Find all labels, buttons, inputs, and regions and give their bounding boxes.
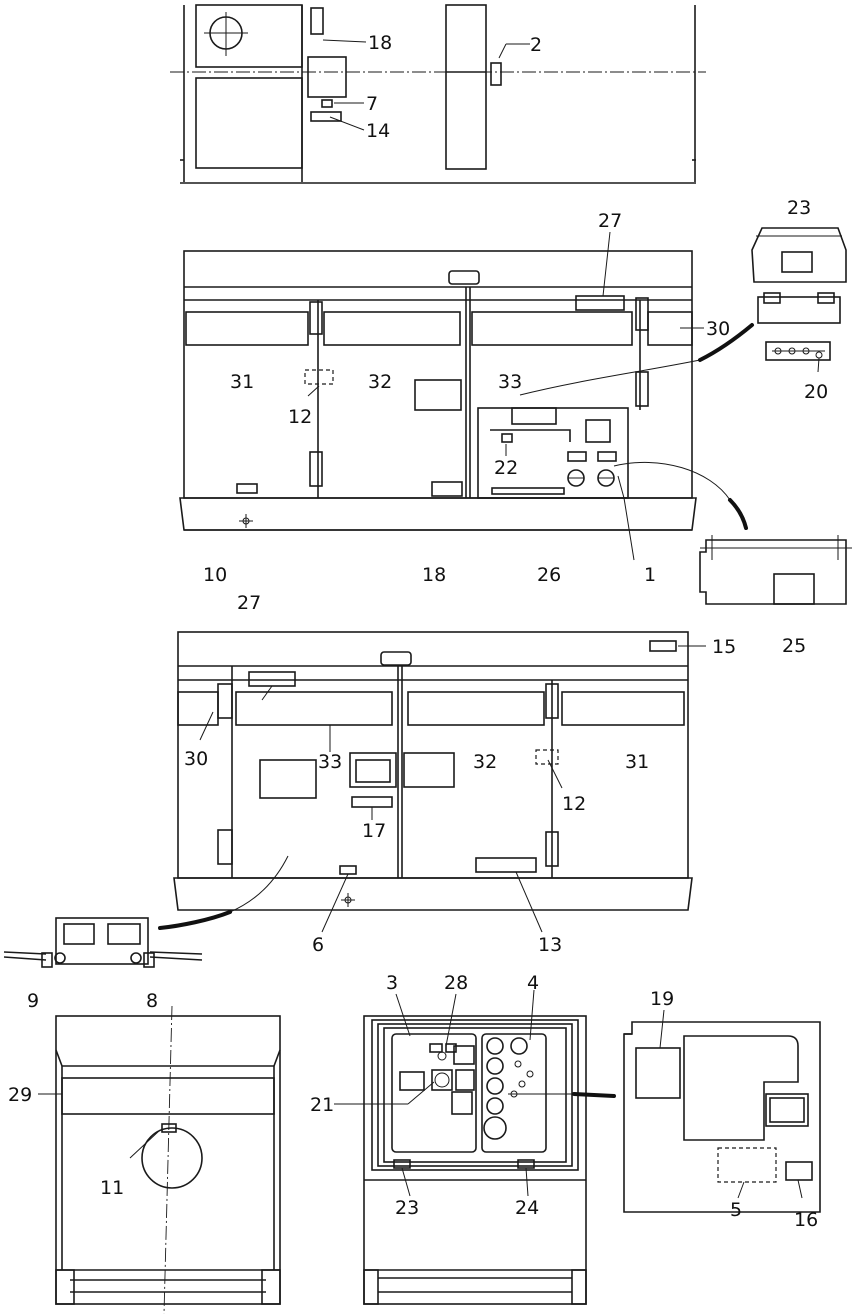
part-6 bbox=[339, 865, 357, 875]
panel-31-right bbox=[185, 311, 309, 346]
part-17 bbox=[351, 796, 393, 808]
panel-33-right bbox=[471, 311, 633, 346]
label-8: 8 bbox=[146, 990, 158, 1012]
part-5 bbox=[717, 1147, 777, 1183]
part-15 bbox=[649, 640, 677, 652]
panel-32-right bbox=[323, 311, 461, 346]
label-27-right: 27 bbox=[598, 210, 622, 232]
part-27-left bbox=[248, 671, 296, 687]
label-21: 21 bbox=[310, 1094, 334, 1116]
label-26: 26 bbox=[537, 564, 561, 586]
label-30-left: 30 bbox=[184, 748, 208, 770]
side-view-right bbox=[179, 231, 754, 561]
part-16 bbox=[785, 1161, 813, 1181]
panel-32-left bbox=[407, 691, 545, 726]
control-box-right bbox=[477, 407, 629, 499]
label-13: 13 bbox=[538, 934, 562, 956]
part-8 bbox=[143, 952, 155, 968]
part-19 bbox=[635, 1047, 681, 1099]
part-9 bbox=[41, 952, 53, 968]
label-2: 2 bbox=[530, 34, 542, 56]
label-27-left: 27 bbox=[237, 592, 261, 614]
part-number-labels: 18 2 7 14 27 23 30 20 31 32 33 12 22 10 … bbox=[8, 32, 828, 1231]
end-view bbox=[38, 1005, 281, 1314]
part-25 bbox=[773, 573, 815, 605]
label-18-right: 18 bbox=[422, 564, 446, 586]
part-23-top bbox=[781, 251, 813, 273]
label-12-right: 12 bbox=[288, 406, 312, 428]
label-32-right: 32 bbox=[368, 371, 392, 393]
part-14 bbox=[310, 111, 342, 122]
label-24: 24 bbox=[515, 1197, 539, 1219]
label-11: 11 bbox=[100, 1177, 124, 1199]
window-left-a bbox=[349, 752, 397, 788]
label-31-right: 31 bbox=[230, 371, 254, 393]
detail-cover-23 bbox=[751, 227, 847, 373]
fan-circle bbox=[141, 1127, 203, 1189]
panel-31-left bbox=[561, 691, 685, 726]
part-18-top bbox=[310, 7, 324, 35]
part-12-right bbox=[304, 369, 334, 385]
label-19: 19 bbox=[650, 988, 674, 1010]
door-inside-view bbox=[623, 1009, 821, 1213]
control-panel-view bbox=[334, 989, 616, 1305]
detail-latches-8-9 bbox=[3, 917, 203, 968]
part-27-right bbox=[575, 295, 625, 311]
label-15: 15 bbox=[712, 636, 736, 658]
part-13 bbox=[475, 857, 537, 873]
label-25: 25 bbox=[782, 635, 806, 657]
label-22: 22 bbox=[494, 457, 518, 479]
label-18-top: 18 bbox=[368, 32, 392, 54]
label-4: 4 bbox=[527, 972, 539, 994]
part-2 bbox=[490, 62, 502, 86]
label-28: 28 bbox=[444, 972, 468, 994]
label-17: 17 bbox=[362, 820, 386, 842]
label-30-right: 30 bbox=[706, 318, 730, 340]
part-23-bottom bbox=[393, 1159, 411, 1169]
window-left-b bbox=[403, 752, 455, 788]
part-12-left bbox=[535, 749, 559, 765]
label-6: 6 bbox=[312, 934, 324, 956]
label-1: 1 bbox=[644, 564, 656, 586]
label-10: 10 bbox=[203, 564, 227, 586]
breaker-panel-3 bbox=[391, 1033, 477, 1153]
label-31-left: 31 bbox=[625, 751, 649, 773]
part-22 bbox=[501, 433, 513, 443]
part-10 bbox=[236, 483, 258, 494]
label-32-left: 32 bbox=[473, 751, 497, 773]
panel-30-left bbox=[177, 691, 219, 726]
side-view-left bbox=[158, 631, 706, 933]
part-24 bbox=[517, 1159, 535, 1169]
label-3: 3 bbox=[386, 972, 398, 994]
panel-33-left bbox=[235, 691, 393, 726]
panel-29 bbox=[61, 1077, 275, 1115]
label-29: 29 bbox=[8, 1084, 32, 1106]
plate-left bbox=[259, 759, 317, 799]
meter-panel-4 bbox=[481, 1033, 547, 1153]
detail-panel-25 bbox=[699, 535, 852, 605]
part-26 bbox=[491, 487, 565, 495]
part-7 bbox=[321, 99, 333, 108]
part-18-right bbox=[431, 481, 463, 497]
label-5: 5 bbox=[730, 1199, 742, 1221]
label-20: 20 bbox=[804, 381, 828, 403]
label-33-left: 33 bbox=[318, 751, 342, 773]
terminal-block-20 bbox=[765, 341, 831, 361]
label-23-bottom: 23 bbox=[395, 1197, 419, 1219]
window-right bbox=[414, 379, 462, 411]
label-14: 14 bbox=[366, 120, 390, 142]
label-23-top: 23 bbox=[787, 197, 811, 219]
label-16: 16 bbox=[794, 1209, 818, 1231]
label-33-right: 33 bbox=[498, 371, 522, 393]
label-12-left: 12 bbox=[562, 793, 586, 815]
label-7: 7 bbox=[366, 93, 378, 115]
top-view bbox=[170, 4, 706, 184]
label-9: 9 bbox=[27, 990, 39, 1012]
